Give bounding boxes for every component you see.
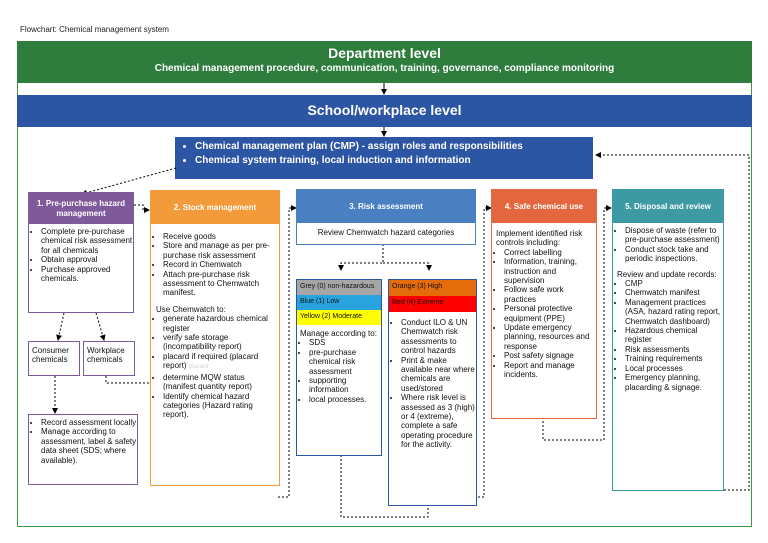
arrow-pre-to-stock bbox=[134, 204, 150, 213]
stock-item: Record in Chemwatch bbox=[163, 260, 279, 269]
line-low-to-high bbox=[340, 455, 429, 518]
review-record-item: Management practices (ASA, hazard rating… bbox=[625, 298, 723, 326]
high-risk-item: Where risk level is assessed as 3 (high)… bbox=[401, 393, 476, 449]
stock-item: Attach pre-purchase risk assessment to C… bbox=[163, 270, 279, 298]
safe-use-item: Update emergency planning, resources and… bbox=[504, 323, 596, 351]
consumer-chemicals-label: Consumer chemicals bbox=[32, 346, 69, 365]
arrow-safe-to-disposal bbox=[542, 205, 612, 441]
low-risk-item: supporting information bbox=[309, 376, 381, 395]
low-risk-box: Grey (0) non-hazardous Blue (1) Low Yell… bbox=[296, 279, 382, 456]
safe-use-item: Post safety signage bbox=[504, 351, 596, 360]
consumer-chemicals-box: Consumer chemicals bbox=[28, 341, 80, 376]
review-record-item: Emergency planning, placarding & signage… bbox=[625, 373, 723, 392]
pre-purchase-box: 1. Pre-purchase hazard management Comple… bbox=[28, 192, 134, 313]
review-record-item: Chemwatch manifest bbox=[625, 288, 723, 297]
pre-purchase-item: Obtain approval bbox=[41, 255, 133, 264]
low-risk-item: SDS bbox=[309, 338, 381, 347]
disposal-review-box: 5. Disposal and review Dispose of waste … bbox=[612, 189, 724, 491]
arrow-disposal-to-cmp bbox=[595, 152, 750, 491]
department-heading: Department level bbox=[328, 45, 441, 61]
chemwatch-use-item: Identify chemical hazard categories (Haz… bbox=[163, 392, 279, 420]
low-risk-item: pre-purchase chemical risk assessment bbox=[309, 348, 381, 376]
stock-management-box: 2. Stock management Receive goods Store … bbox=[150, 190, 280, 486]
workplace-chemicals-label: Workplace chemicals bbox=[87, 346, 125, 365]
pre-purchase-item: Complete pre-purchase chemical risk asse… bbox=[41, 227, 133, 255]
chemwatch-use-item: determine MQW status (manifest quantity … bbox=[163, 373, 279, 392]
safe-chemical-use-header: 4. Safe chemical use bbox=[492, 190, 596, 223]
arrow-to-workplace bbox=[95, 312, 106, 341]
category-red: Red (4) Extreme bbox=[389, 296, 476, 312]
review-record-item: Local processes bbox=[625, 364, 723, 373]
page-title: Flowchart: Chemical management system bbox=[20, 25, 169, 34]
use-chemwatch-title: Use Chemwatch to: bbox=[156, 304, 226, 314]
low-risk-item: local processes. bbox=[309, 395, 381, 404]
risk-assessment-header: 3. Risk assessment bbox=[297, 190, 475, 223]
school-level-banner: School/workplace level bbox=[17, 95, 752, 127]
review-record-item: Risk assessments bbox=[625, 345, 723, 354]
safe-use-item: Information, training, instruction and s… bbox=[504, 257, 596, 285]
cmp-item: Chemical management plan (CMP) - assign … bbox=[195, 141, 593, 152]
arrow-to-consumer bbox=[56, 312, 65, 341]
safe-use-intro: Implement identified risk controls inclu… bbox=[496, 229, 583, 248]
category-blue: Blue (1) Low bbox=[297, 295, 381, 310]
cmp-item: Chemical system training, local inductio… bbox=[195, 155, 593, 166]
department-level-banner: Department level Chemical management pro… bbox=[17, 41, 752, 83]
pre-purchase-header: 1. Pre-purchase hazard management bbox=[29, 193, 133, 224]
review-records-title: Review and update records: bbox=[617, 269, 717, 279]
review-record-item: Training requirements bbox=[625, 354, 723, 363]
arrow-stock-to-risk bbox=[278, 205, 297, 498]
manage-according-title: Manage according to: bbox=[300, 329, 377, 338]
safe-use-item: Personal protective equipment (PPE) bbox=[504, 304, 596, 323]
stock-item: Receive goods bbox=[163, 232, 279, 241]
chemwatch-use-item: placard if required (placard report) pla… bbox=[163, 352, 279, 373]
safe-chemical-use-box: 4. Safe chemical use Implement identifie… bbox=[491, 189, 597, 419]
category-yellow: Yellow (2) Moderate bbox=[297, 310, 381, 325]
ghost-text: placard bbox=[188, 364, 209, 371]
disposal-review-header: 5. Disposal and review bbox=[613, 190, 723, 223]
disposal-item: Dispose of waste (refer to pre-purchase … bbox=[625, 226, 723, 245]
category-orange: Orange (3) High bbox=[389, 280, 476, 296]
stock-item: Store and manage as per pre-purchase ris… bbox=[163, 241, 279, 260]
line-workplace-to-stock bbox=[105, 376, 150, 384]
review-hazard-text: Review Chemwatch hazard categories bbox=[317, 228, 455, 237]
chemwatch-use-text: placard if required (placard report) bbox=[163, 351, 259, 371]
pre-purchase-item: Purchase approved chemicals. bbox=[41, 265, 133, 284]
safe-use-item: Correct labelling bbox=[504, 248, 596, 257]
arrow-cmp-to-prepurchase bbox=[81, 167, 177, 196]
record-assessment-box: Record assessment locally Manage accordi… bbox=[28, 414, 138, 485]
category-grey: Grey (0) non-hazardous bbox=[297, 280, 381, 295]
disposal-item: Conduct stock take and periodic inspecti… bbox=[625, 245, 723, 264]
workplace-chemicals-box: Workplace chemicals bbox=[83, 341, 135, 376]
department-subheading: Chemical management procedure, communica… bbox=[154, 63, 615, 74]
review-record-item: CMP bbox=[625, 279, 723, 288]
record-item: Record assessment locally bbox=[41, 418, 137, 427]
chemwatch-use-item: verify safe storage (incompatibility rep… bbox=[163, 333, 279, 352]
stock-management-header: 2. Stock management bbox=[151, 191, 279, 224]
chemwatch-use-item: generate hazardous chemical register bbox=[163, 314, 279, 333]
arrow-review-to-low bbox=[338, 244, 384, 271]
high-risk-box: Orange (3) High Red (4) Extreme Conduct … bbox=[388, 279, 477, 506]
review-record-item: Hazardous chemical register bbox=[625, 326, 723, 345]
arrow-risk-to-safe bbox=[478, 205, 492, 498]
safe-use-item: Follow safe work practices bbox=[504, 285, 596, 304]
record-item: Manage according to assessment, label & … bbox=[41, 427, 137, 465]
high-risk-item: Conduct ILO & UN Chemwatch risk assessme… bbox=[401, 318, 476, 356]
high-risk-item: Print & make available near where chemic… bbox=[401, 356, 476, 394]
safe-use-item: Report and manage incidents. bbox=[504, 361, 596, 380]
arrow-review-to-high bbox=[383, 262, 432, 271]
risk-assessment-box: 3. Risk assessment Review Chemwatch haza… bbox=[296, 189, 476, 245]
cmp-box: Chemical management plan (CMP) - assign … bbox=[175, 137, 593, 179]
